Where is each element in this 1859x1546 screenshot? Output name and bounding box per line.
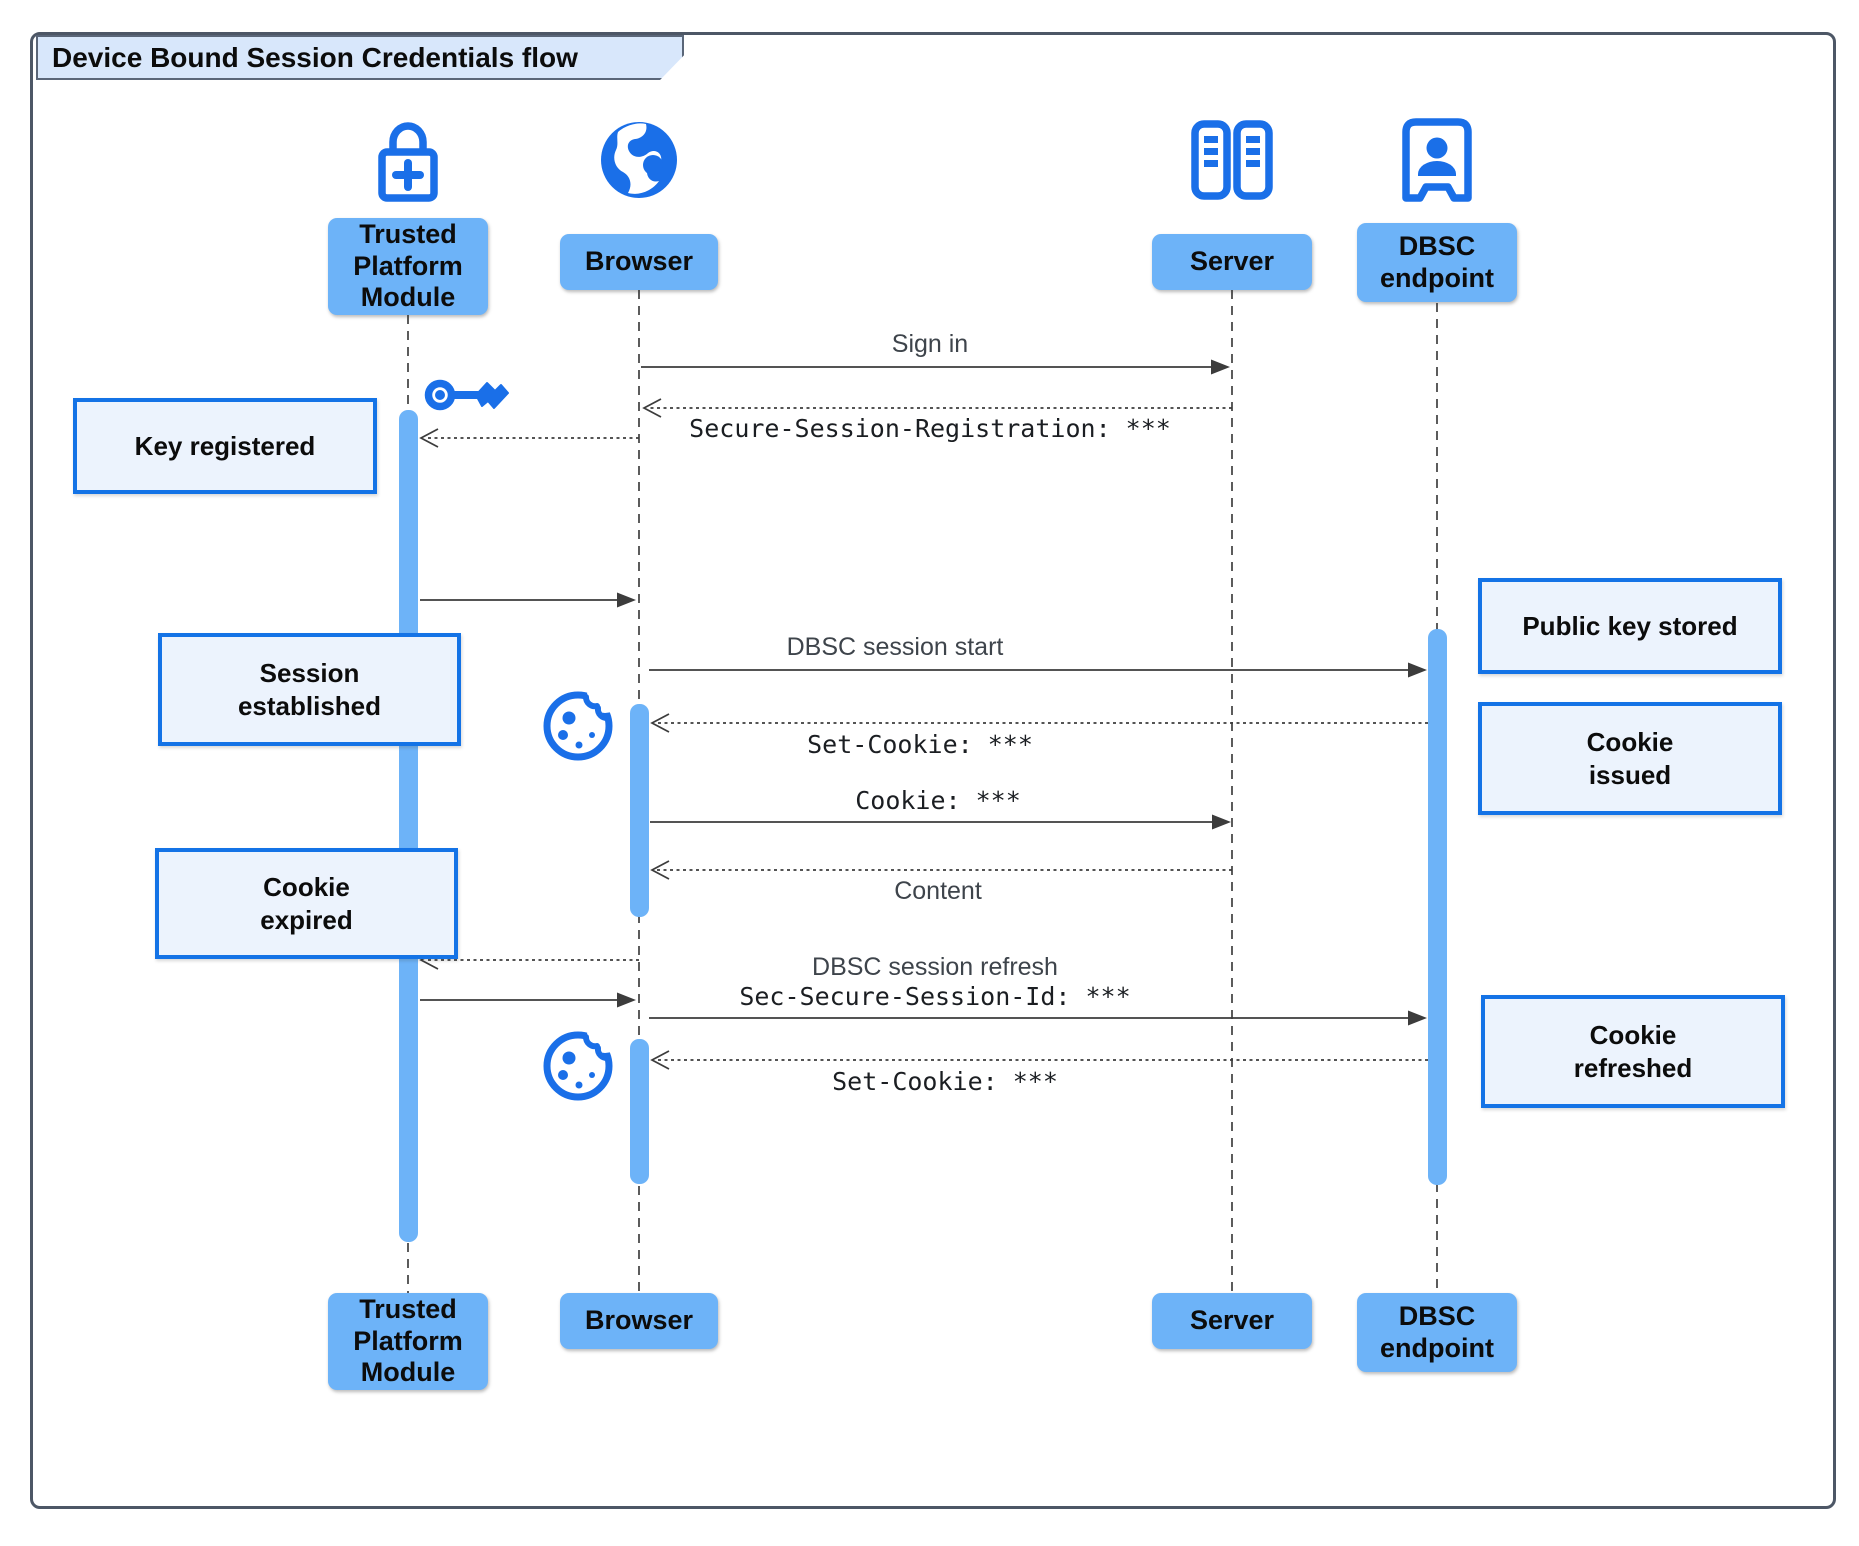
note-public-key-stored: Public key stored <box>1478 578 1782 674</box>
key-icon <box>424 379 509 411</box>
diagram-title: Device Bound Session Credentials flow <box>36 35 684 80</box>
actor-server-bottom: Server <box>1152 1293 1312 1349</box>
msg-set-cookie2-label: Set-Cookie: *** <box>832 1067 1058 1096</box>
msg-set-cookie1-label: Set-Cookie: *** <box>807 730 1033 759</box>
note-key-registered: Key registered <box>73 398 377 494</box>
actor-dbsc-top: DBSC endpoint <box>1357 223 1517 302</box>
actor-tpm-bottom: Trusted Platform Module <box>328 1293 488 1390</box>
cookie-icon <box>543 1018 618 1101</box>
msg-refresh-label-line1: DBSC session refresh <box>812 953 1058 981</box>
actor-browser-top: Browser <box>560 234 718 290</box>
msg-cookie-label: Cookie: *** <box>855 786 1021 815</box>
actor-dbsc-bottom: DBSC endpoint <box>1357 1293 1517 1372</box>
msg-registration-label: Secure-Session-Registration: *** <box>689 414 1171 443</box>
msg-dbsc-start-label: DBSC session start <box>786 633 1004 661</box>
cookie-icon <box>543 678 618 761</box>
msg-set-cookie2-arrowhead <box>650 1050 670 1070</box>
msg-sign-in-label: Sign in <box>891 330 969 358</box>
server-racks-icon <box>1191 120 1273 200</box>
note-cookie-issued: Cookie issued <box>1478 702 1782 815</box>
msg-refresh-label-line2: Sec-Secure-Session-Id: *** <box>739 982 1131 1011</box>
msg-content-arrowhead <box>650 860 670 880</box>
browser-activation-bar-2 <box>630 1039 649 1184</box>
actor-server-top: Server <box>1152 234 1312 290</box>
tpm-activation-bar <box>399 410 418 1242</box>
note-session-established: Session established <box>158 633 461 746</box>
msg-refresh-arrowhead <box>1408 1010 1427 1026</box>
msg-sign-in-arrowhead <box>1211 359 1230 375</box>
msg-tpm-return1-arrowhead <box>617 592 636 608</box>
msg-to-tpm1-arrowhead <box>419 428 439 448</box>
actor-tpm-top: Trusted Platform Module <box>328 218 488 315</box>
msg-tpm-return2-arrowhead <box>617 992 636 1008</box>
msg-dbsc-start-arrowhead <box>1408 662 1427 678</box>
dbsc-activation-bar <box>1428 629 1447 1185</box>
msg-content-label: Content <box>894 877 982 905</box>
msg-set-cookie1-arrowhead <box>650 713 670 733</box>
globe-icon <box>601 122 677 198</box>
lock-plus-icon <box>378 122 438 202</box>
note-cookie-expired: Cookie expired <box>155 848 458 959</box>
badge-person-icon <box>1402 118 1472 202</box>
note-cookie-refreshed: Cookie refreshed <box>1481 995 1785 1108</box>
browser-activation-bar-1 <box>630 704 649 917</box>
msg-cookie-arrowhead <box>1212 814 1231 830</box>
actor-browser-bottom: Browser <box>560 1293 718 1349</box>
msg-registration-arrowhead <box>642 398 662 418</box>
